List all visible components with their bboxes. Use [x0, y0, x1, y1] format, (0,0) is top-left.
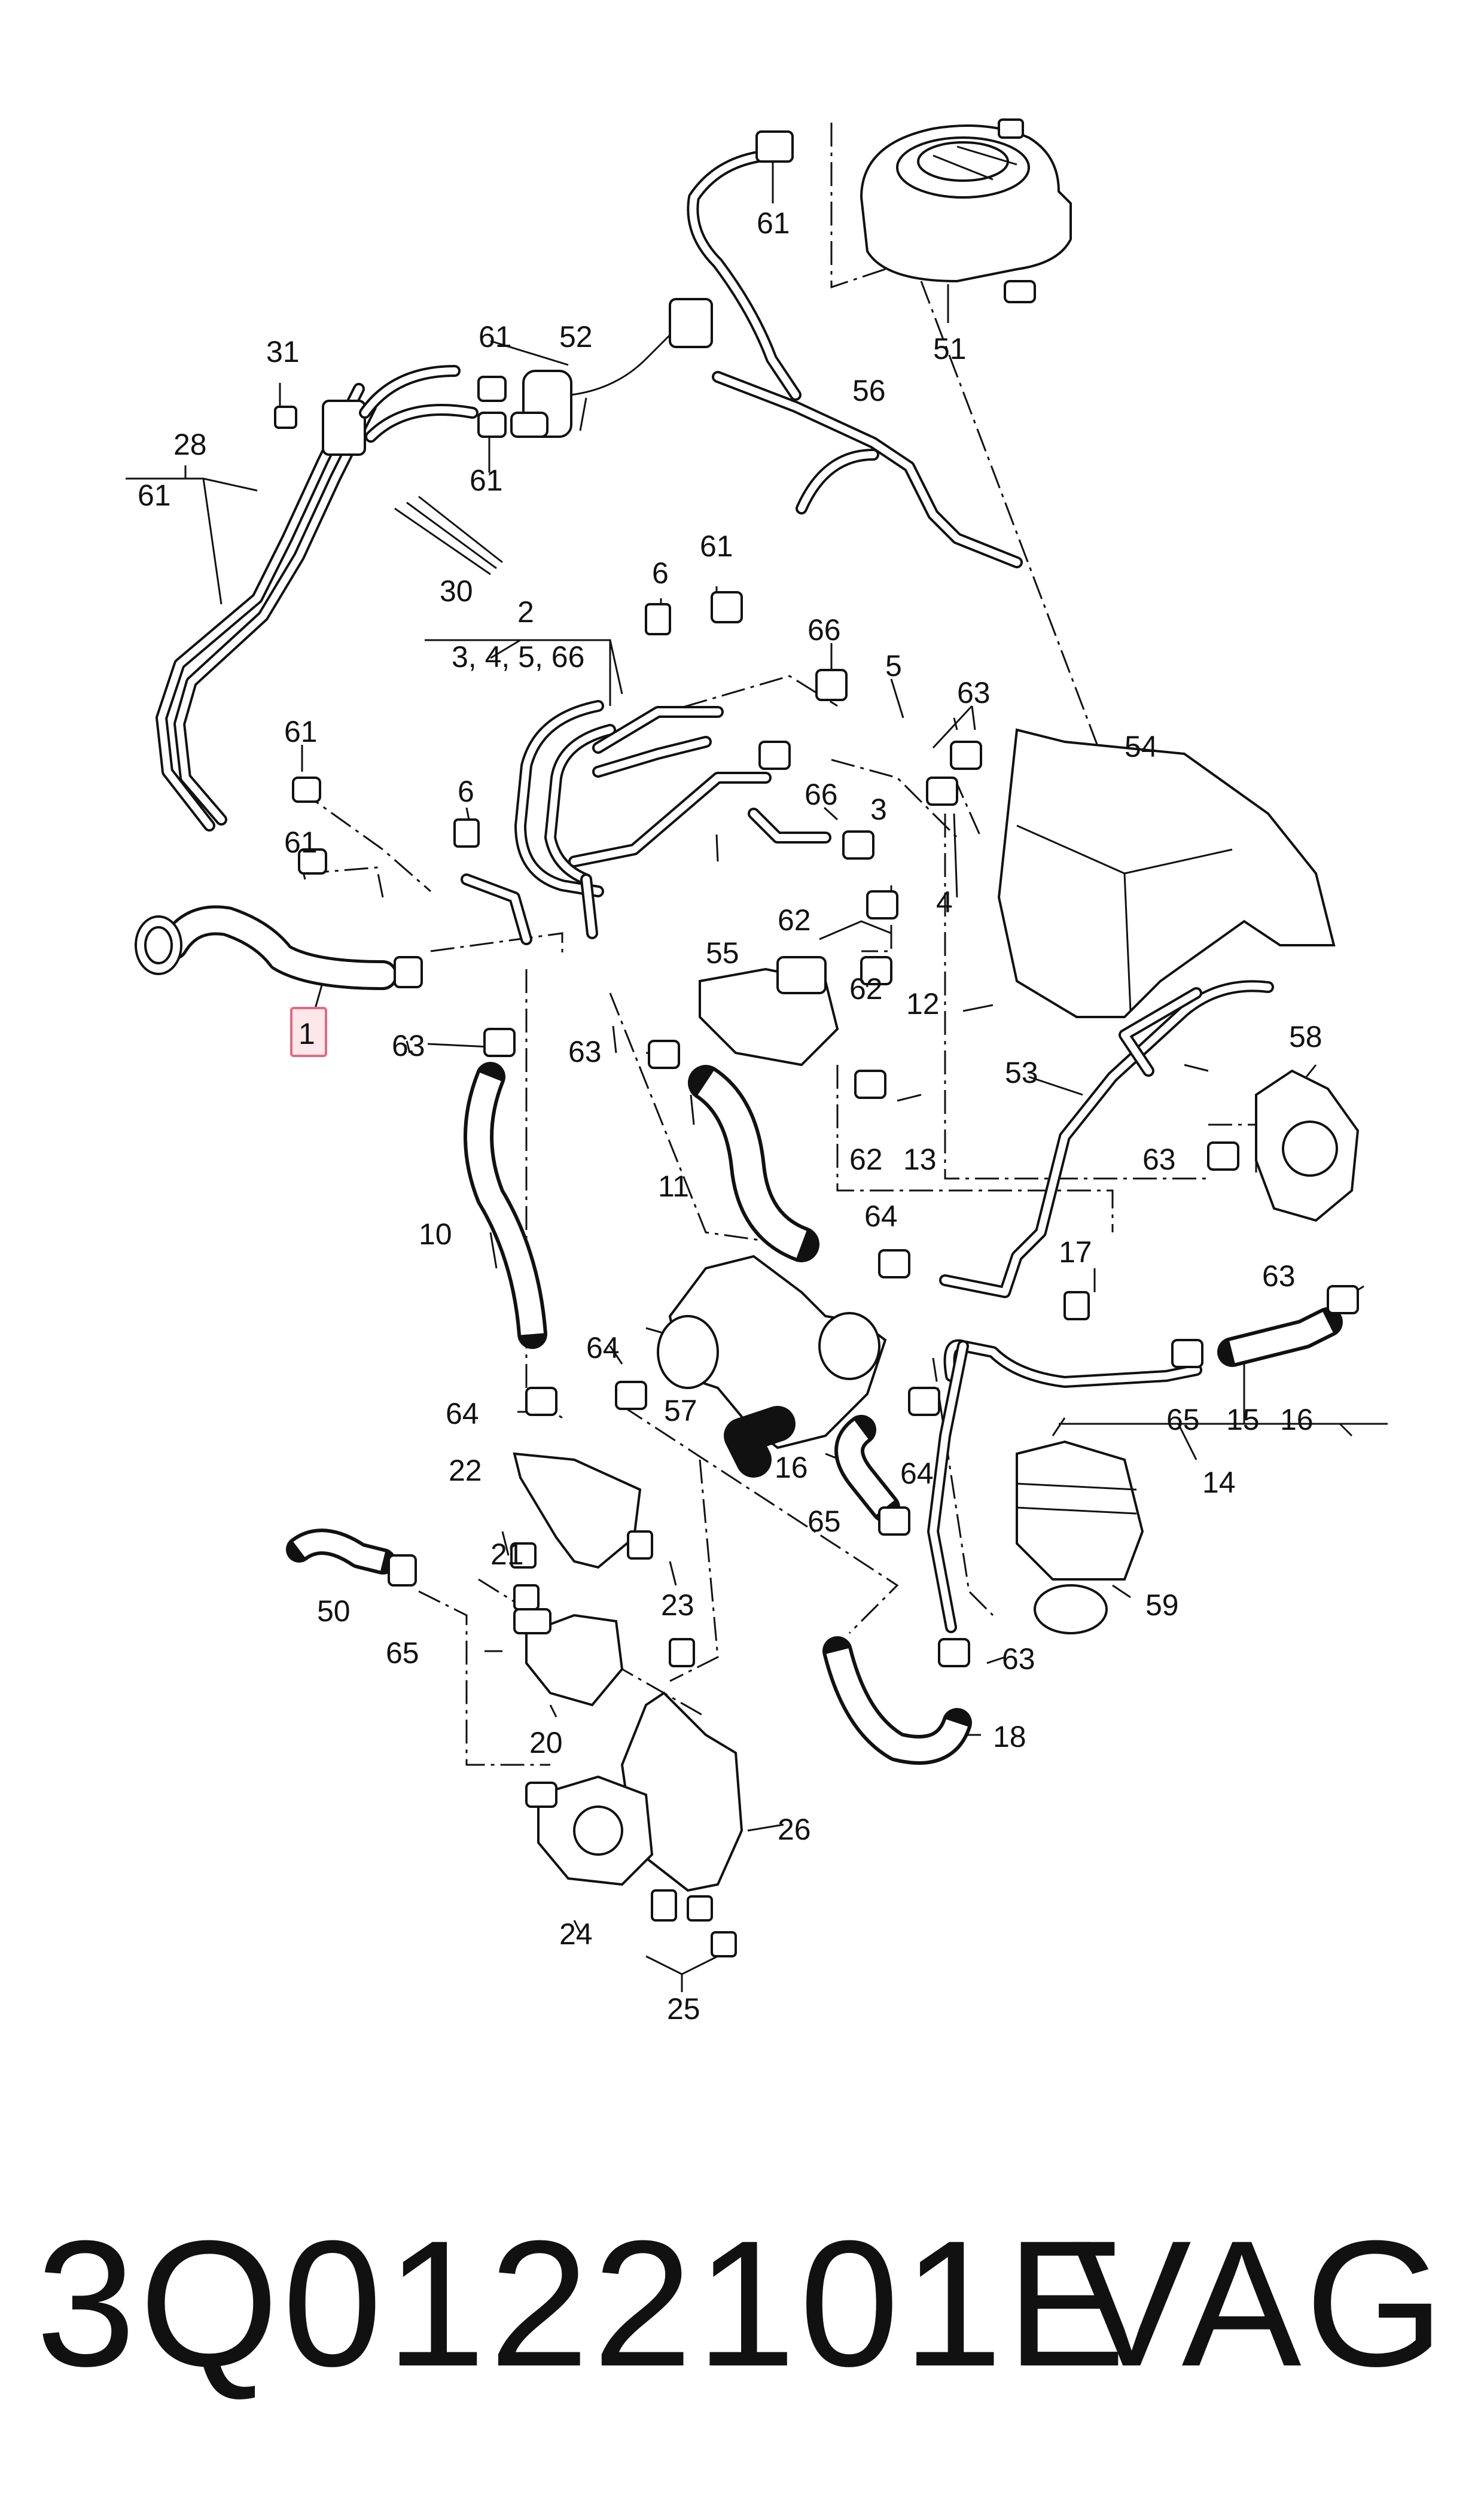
label-22: 22 [449, 1454, 482, 1487]
label-15: 15 [1226, 1403, 1260, 1436]
label-16: 16 [1280, 1403, 1314, 1436]
temperature-sensor [510, 298, 713, 438]
label-14: 14 [1202, 1466, 1236, 1499]
label-12: 12 [906, 987, 940, 1021]
label-28: 28 [173, 428, 207, 461]
label-30: 30 [440, 574, 473, 608]
label-63: 63 [392, 1029, 425, 1062]
label-62: 62 [778, 903, 811, 937]
label-50: 50 [317, 1594, 351, 1628]
label-4: 4 [936, 885, 953, 919]
label-25: 25 [667, 1992, 700, 2026]
label-52: 52 [559, 320, 593, 354]
exploded-parts-diagram: 61 51 61 52 31 61 56 28 61 30 6 61 2 3, … [126, 118, 1388, 2026]
label-6: 6 [652, 556, 669, 590]
label-3: 3 [870, 793, 887, 826]
label-63: 63 [1262, 1259, 1296, 1293]
label-65: 65 [386, 1636, 419, 1670]
target-part-highlight [290, 1007, 327, 1057]
callout-labels: 61 51 61 52 31 61 56 28 61 30 6 61 2 3, … [138, 206, 1323, 2026]
auxiliary-pump-58 [1255, 1069, 1360, 1222]
main-hose-assembly [461, 700, 831, 945]
label-66: 66 [805, 778, 838, 811]
label-18: 18 [993, 1720, 1026, 1753]
label-24: 24 [559, 1917, 593, 1951]
valve-assembly [699, 956, 839, 1067]
hose-16 [834, 1415, 900, 1523]
label-64: 64 [586, 1331, 620, 1365]
label-64: 64 [900, 1457, 934, 1490]
label-61: 61 [284, 826, 318, 859]
hose-18 [822, 1636, 972, 1765]
brand-name: VAG [1071, 2203, 1448, 2404]
label-53: 53 [1005, 1056, 1038, 1089]
label-3-4-5-66: 3, 4, 5, 66 [452, 640, 584, 674]
label-31: 31 [266, 335, 300, 369]
label-13: 13 [903, 1143, 937, 1176]
upper-hose [687, 150, 802, 401]
label-61: 61 [757, 206, 790, 240]
label-10: 10 [419, 1217, 452, 1251]
label-21: 21 [490, 1537, 524, 1571]
hose-50 [286, 1529, 396, 1575]
label-62: 62 [849, 972, 883, 1006]
label-56: 56 [852, 374, 886, 407]
label-20: 20 [529, 1726, 563, 1759]
label-66: 66 [807, 613, 841, 647]
label-5: 5 [885, 649, 902, 683]
label-17: 17 [1059, 1235, 1092, 1269]
coolant-pump-20 [513, 1608, 624, 1707]
bracket-pipe [712, 371, 1023, 568]
label-57: 57 [664, 1394, 697, 1427]
hose-10 [464, 1062, 547, 1349]
label-23: 23 [661, 1588, 694, 1622]
label-6: 6 [458, 775, 474, 808]
label-61: 61 [470, 464, 503, 497]
oil-cooler [1016, 1440, 1144, 1634]
long-coolant-pipe [156, 365, 479, 832]
hose-11 [688, 1065, 819, 1262]
label-26: 26 [778, 1813, 811, 1846]
label-2: 2 [517, 595, 534, 629]
mounting-bracket-22 [513, 1452, 642, 1569]
fasteners-25 [651, 1889, 737, 1957]
label-63: 63 [957, 676, 991, 710]
label-61: 61 [138, 479, 171, 512]
label-64: 64 [864, 1199, 898, 1233]
part-number: 3Q0122101E [36, 2203, 1130, 2404]
label-59: 59 [1145, 1588, 1179, 1622]
charge-air-cooler [997, 728, 1336, 1018]
hose-part-1 [135, 905, 398, 990]
label-55: 55 [706, 936, 739, 970]
label-65: 65 [807, 1505, 841, 1538]
label-16: 16 [775, 1451, 808, 1484]
cable-ties [394, 495, 503, 576]
thermostat-housing [657, 1255, 887, 1478]
leader-lines [126, 162, 1388, 1992]
coolant-reservoir [860, 118, 1072, 303]
label-64: 64 [446, 1397, 479, 1430]
hose-clamps [274, 130, 1359, 1667]
label-63: 63 [568, 1035, 602, 1068]
coolant-pump-24 [525, 1775, 654, 1886]
coolant-pipe-53 [939, 980, 1274, 1298]
label-61: 61 [479, 320, 512, 354]
label-51: 51 [933, 332, 967, 366]
label-1: 1 [298, 1017, 315, 1051]
label-61: 61 [284, 715, 318, 748]
coolant-pipe-14 [927, 1307, 1343, 1633]
label-63: 63 [1002, 1642, 1035, 1676]
label-61: 61 [700, 529, 733, 563]
label-63: 63 [1142, 1143, 1176, 1176]
label-11: 11 [658, 1170, 689, 1203]
label-58: 58 [1289, 1020, 1323, 1054]
label-65: 65 [1166, 1403, 1200, 1436]
label-54: 54 [1125, 730, 1158, 763]
label-62: 62 [849, 1143, 883, 1176]
